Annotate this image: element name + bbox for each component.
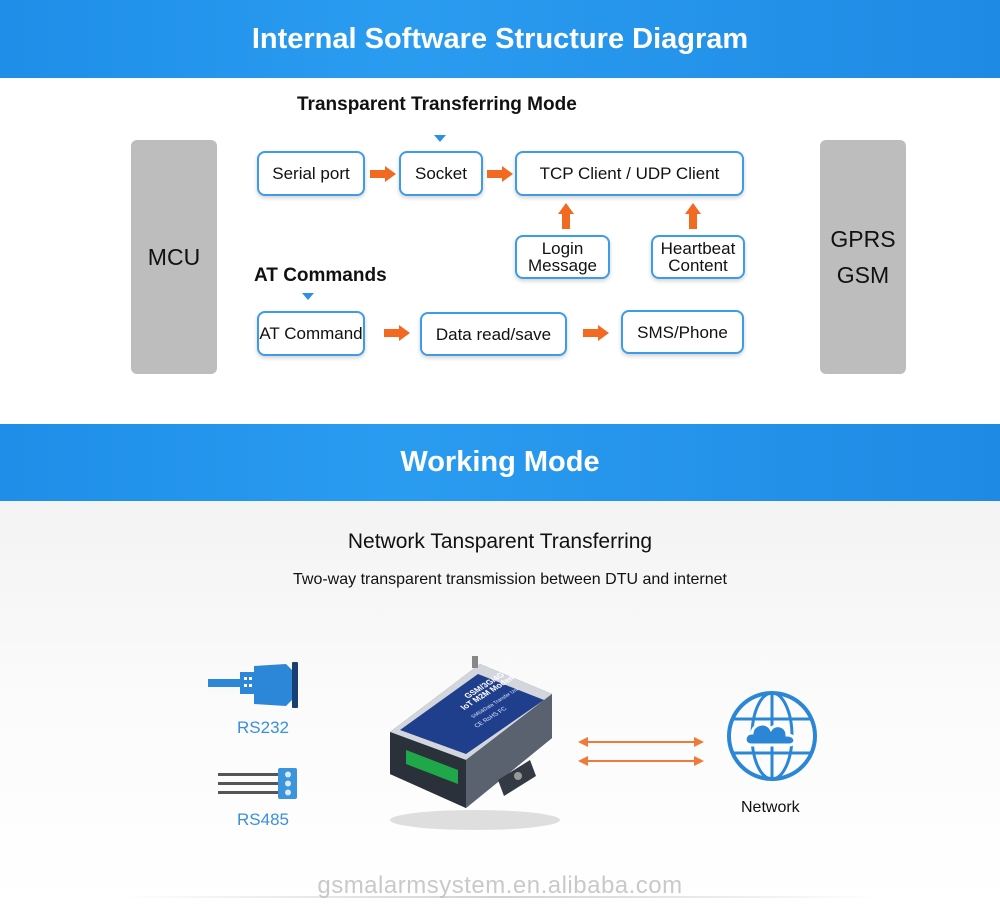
network-label: Network — [741, 799, 800, 816]
arrow-right-icon — [370, 166, 396, 182]
gprs-gsm-block: GPRS GSM — [820, 140, 906, 374]
banner-title: Internal Software Structure Diagram — [251, 22, 749, 55]
network-globe-icon — [727, 691, 817, 781]
section-banner-structure: Internal Software Structure Diagram — [0, 0, 1000, 78]
rs232-label: RS232 — [237, 718, 289, 737]
socket-pointer-icon — [434, 135, 446, 142]
rs232-connector-icon — [208, 662, 298, 708]
arrow-right-icon — [487, 166, 513, 182]
gsm-label: GSM — [836, 262, 890, 288]
arrow-right-icon — [583, 325, 609, 341]
mcu-block: MCU — [131, 140, 217, 374]
gprs-label: GPRS — [830, 226, 896, 252]
dtu-modem-device: GSM/3G/4G IoT M2M Modem SMS&Data Transfe… — [390, 656, 560, 830]
working-mode-heading: Network Tansparent Transferring — [347, 530, 653, 553]
socket-label: Socket — [415, 164, 467, 183]
watermark-underline — [120, 896, 880, 898]
login-line1: Login — [541, 239, 584, 258]
arrow-up-icon — [685, 203, 701, 229]
at-command-box: AT Command — [257, 311, 365, 356]
arrow-right-icon — [384, 325, 410, 341]
data-read-save-label: Data read/save — [435, 324, 552, 344]
watermark-text: gsmalarmsystem.en.alibaba.com — [317, 872, 683, 899]
tcp-udp-client-box: TCP Client / UDP Client — [515, 151, 744, 196]
serial-port-label: Serial port — [272, 164, 350, 183]
sms-phone-box: SMS/Phone — [621, 310, 744, 354]
arrow-up-icon — [558, 203, 574, 229]
heartbeat-line2: Content — [668, 256, 728, 275]
socket-box: Socket — [399, 151, 483, 196]
data-read-save-box: Data read/save — [420, 312, 567, 356]
section-banner-working-mode: Working Mode — [0, 424, 1000, 501]
at-command-pointer-icon — [302, 293, 314, 300]
login-message-box: Login Message — [515, 235, 610, 279]
bidirectional-arrows-icon — [578, 737, 704, 766]
banner-title: Working Mode — [400, 446, 600, 478]
at-command-label: AT Command — [259, 324, 363, 343]
heartbeat-line1: Heartbeat — [660, 239, 736, 258]
mcu-label: MCU — [147, 244, 201, 270]
rs485-terminal-icon — [218, 768, 297, 799]
working-mode-subheading: Two-way transparent transmission between… — [293, 571, 727, 588]
login-line2: Message — [528, 256, 597, 275]
serial-port-box: Serial port — [257, 151, 365, 196]
heartbeat-content-box: Heartbeat Content — [651, 235, 745, 279]
rs485-label: RS485 — [237, 810, 289, 829]
sms-phone-label: SMS/Phone — [637, 322, 728, 342]
at-commands-title: AT Commands — [254, 265, 387, 286]
tcp-udp-label: TCP Client / UDP Client — [539, 164, 720, 183]
transparent-mode-title: Transparent Transferring Mode — [297, 94, 577, 115]
